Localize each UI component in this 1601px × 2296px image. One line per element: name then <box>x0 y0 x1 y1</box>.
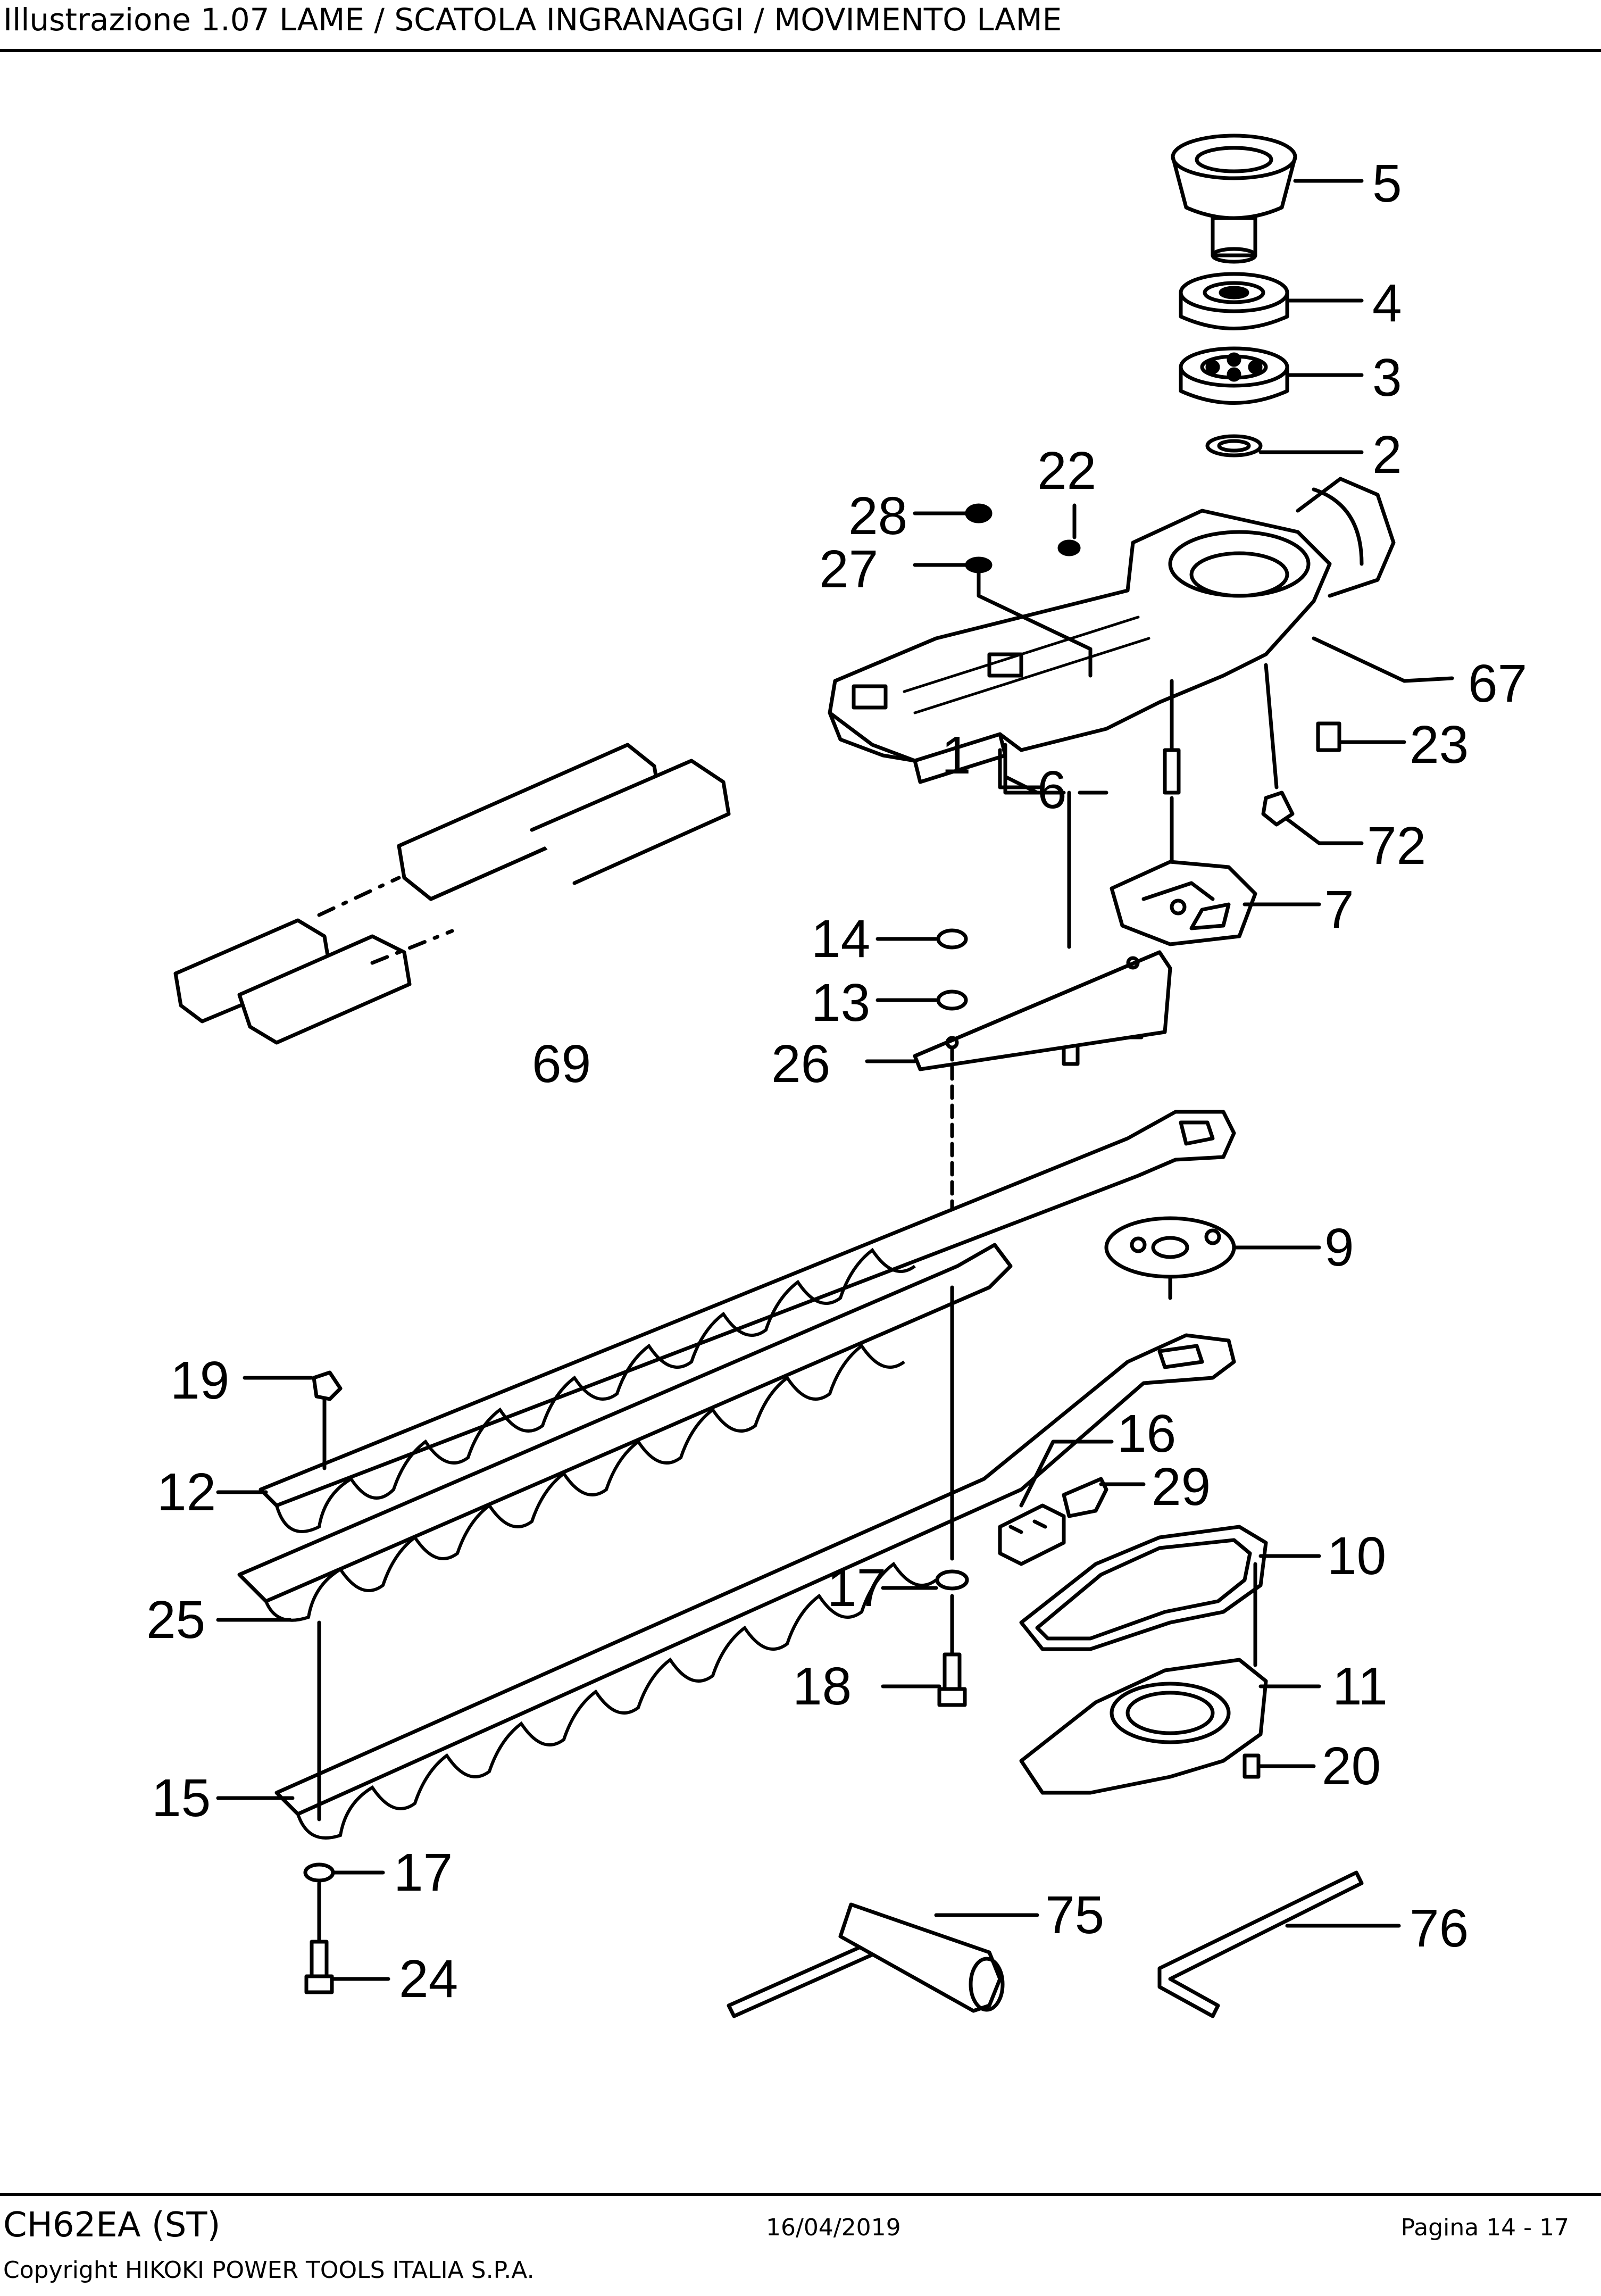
callout-label: 7 <box>1324 880 1354 939</box>
callout-label: 72 <box>1367 816 1427 876</box>
callout-label: 9 <box>1324 1218 1354 1277</box>
hex-key-part <box>1157 1870 1364 2018</box>
footer-rule <box>0 2193 1601 2196</box>
callout-label: 10 <box>1327 1526 1387 1586</box>
callout-label: 22 <box>1037 441 1097 501</box>
pinion-cup-part <box>1171 134 1297 264</box>
callout-label: 6 <box>1037 760 1067 820</box>
callout-label: 17 <box>827 1558 887 1618</box>
snap-ring-part <box>1205 434 1263 457</box>
callout-label: 3 <box>1372 348 1402 407</box>
callout-label: 24 <box>399 1949 458 2009</box>
cam-plate-part <box>1104 1216 1236 1300</box>
callout-label: 17 <box>394 1843 453 1902</box>
document-date: 16/04/2019 <box>766 2214 901 2241</box>
blade-cover-part <box>173 743 731 1045</box>
callout-label: 25 <box>146 1590 206 1650</box>
callout-label: 14 <box>811 909 871 969</box>
blade-upper-part <box>259 1110 1236 1508</box>
bearing-lower-part <box>1179 346 1289 405</box>
header-rule <box>0 49 1601 52</box>
callout-label: 69 <box>532 1034 591 1094</box>
callout-label: 13 <box>811 973 871 1033</box>
callout-label: 20 <box>1322 1736 1381 1796</box>
model-name: CH62EA (ST) <box>3 2206 221 2245</box>
guide-block-part <box>998 1477 1108 1566</box>
callout-label: 4 <box>1372 273 1402 333</box>
gasket-part <box>1019 1525 1268 1651</box>
blade-lower-part <box>274 1333 1236 1816</box>
callout-label: 12 <box>157 1462 216 1522</box>
callout-label: 11 <box>1332 1657 1388 1716</box>
callout-label: 29 <box>1152 1457 1211 1517</box>
box-wrench-part <box>727 1902 1005 2018</box>
blade-teeth <box>264 1247 937 1840</box>
callout-label: 5 <box>1372 154 1402 213</box>
plate-part <box>1110 860 1257 946</box>
copyright-notice: Copyright HIKOKI POWER TOOLS ITALIA S.P.… <box>3 2257 535 2284</box>
cover-plate-part <box>1019 1658 1268 1795</box>
page-title: Illustrazione 1.07 LAME / SCATOLA INGRAN… <box>3 2 1062 38</box>
gear-case-part <box>828 477 1396 784</box>
page-number: Pagina 14 - 17 <box>1400 2214 1569 2241</box>
callout-label: 23 <box>1410 715 1469 775</box>
callout-label: 28 <box>848 486 908 546</box>
callout-label: 76 <box>1410 1899 1469 1958</box>
bearing-upper-part <box>1179 272 1289 330</box>
callout-label: 16 <box>1117 1404 1177 1463</box>
callout-label: 27 <box>819 539 879 599</box>
callout-label: 18 <box>793 1657 852 1716</box>
callout-label: 26 <box>771 1034 831 1094</box>
callout-label: 75 <box>1045 1885 1105 1945</box>
strip-plate-part <box>913 950 1172 1071</box>
callout-label: 19 <box>170 1351 230 1410</box>
callout-label: 2 <box>1372 425 1402 485</box>
callout-label: 15 <box>152 1768 211 1828</box>
callout-label: 67 <box>1468 654 1528 713</box>
callout-label: 1 <box>941 726 971 785</box>
